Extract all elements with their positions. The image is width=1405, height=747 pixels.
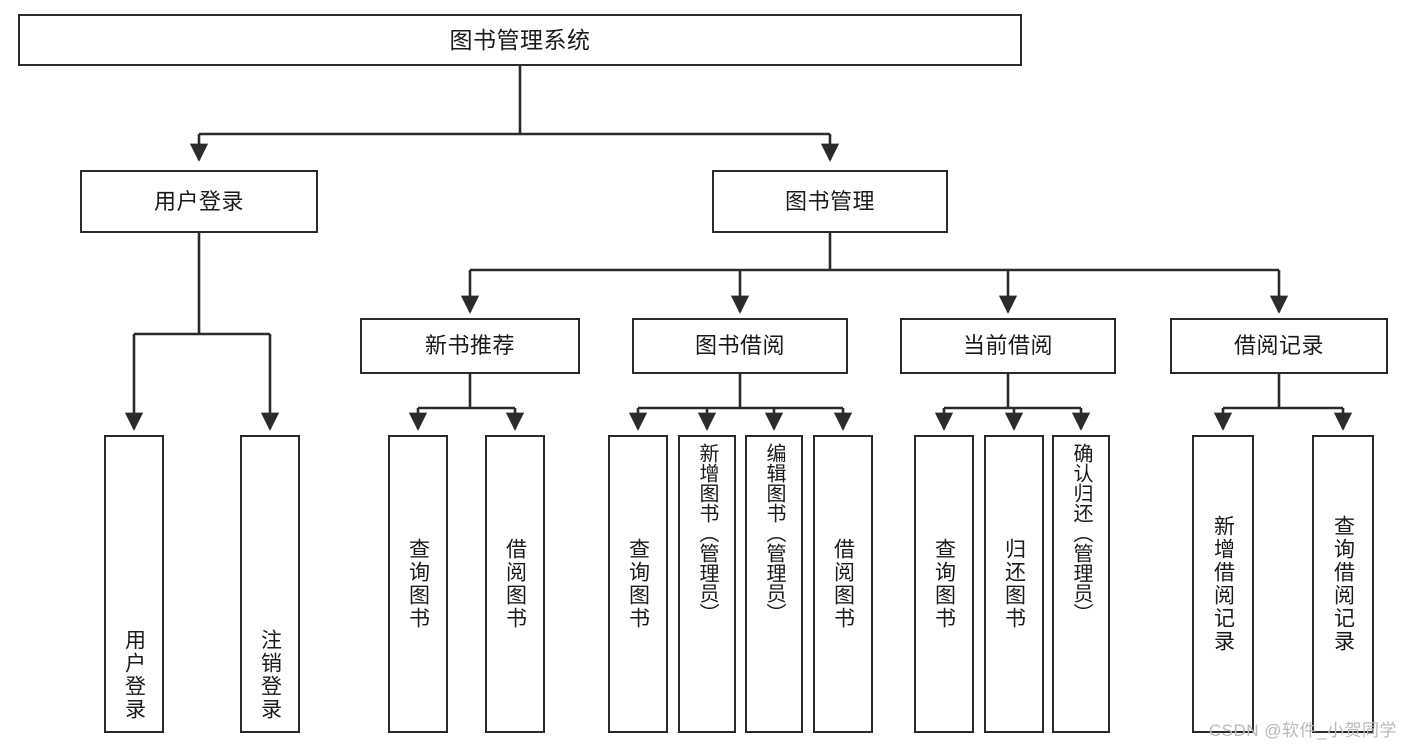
node-new-book-recommend[interactable]: 新书推荐 <box>360 318 580 374</box>
node-label: 新书推荐 <box>424 333 515 358</box>
node-label: 图书管理系统 <box>449 26 591 53</box>
node-leaf-borrow-book[interactable]: 借阅图书 <box>813 435 873 733</box>
node-label: 注销登录 <box>258 629 282 721</box>
node-label: 图书管理 <box>784 188 875 214</box>
node-leaf-return-book[interactable]: 归还图书 <box>984 435 1044 733</box>
node-label: 新增借阅记录 <box>1211 515 1235 653</box>
watermark-text: CSDN @软件_小贺同学 <box>1208 721 1397 740</box>
node-leaf-query-book-borrow[interactable]: 查询图书 <box>608 435 668 733</box>
node-leaf-logout[interactable]: 注销登录 <box>240 435 300 733</box>
node-leaf-query-book-current[interactable]: 查询图书 <box>914 435 974 733</box>
node-user-login[interactable]: 用户登录 <box>80 170 318 233</box>
node-current-borrow[interactable]: 当前借阅 <box>900 318 1116 374</box>
node-label: 确认归还（管理员） <box>1070 443 1092 623</box>
node-leaf-add-borrow-record[interactable]: 新增借阅记录 <box>1192 435 1254 733</box>
node-label: 查询图书 <box>406 538 430 630</box>
node-label: 查询图书 <box>932 538 956 630</box>
node-leaf-edit-book-admin[interactable]: 编辑图书（管理员） <box>745 435 803 733</box>
node-label: 用户登录 <box>122 629 146 721</box>
node-book-borrow[interactable]: 图书借阅 <box>632 318 848 374</box>
node-label: 借阅记录 <box>1233 333 1324 358</box>
node-leaf-confirm-return-admin[interactable]: 确认归还（管理员） <box>1052 435 1110 733</box>
node-label: 归还图书 <box>1002 538 1026 630</box>
node-label: 用户登录 <box>153 188 244 214</box>
node-borrow-record[interactable]: 借阅记录 <box>1170 318 1388 374</box>
node-leaf-user-login[interactable]: 用户登录 <box>104 435 164 733</box>
node-book-management-system[interactable]: 图书管理系统 <box>18 14 1022 66</box>
node-leaf-query-borrow-record[interactable]: 查询借阅记录 <box>1312 435 1374 733</box>
node-label: 借阅图书 <box>831 538 855 630</box>
node-label: 图书借阅 <box>694 333 785 358</box>
node-leaf-query-book-recommend[interactable]: 查询图书 <box>388 435 448 733</box>
node-label: 新增图书（管理员） <box>696 443 718 623</box>
node-leaf-add-book-admin[interactable]: 新增图书（管理员） <box>678 435 736 733</box>
node-book-management[interactable]: 图书管理 <box>712 170 948 233</box>
node-label: 查询借阅记录 <box>1331 515 1355 653</box>
node-label: 当前借阅 <box>962 333 1053 358</box>
node-label: 查询图书 <box>626 538 650 630</box>
node-label: 借阅图书 <box>503 538 527 630</box>
node-leaf-borrow-book-recommend[interactable]: 借阅图书 <box>485 435 545 733</box>
node-label: 编辑图书（管理员） <box>763 443 785 623</box>
